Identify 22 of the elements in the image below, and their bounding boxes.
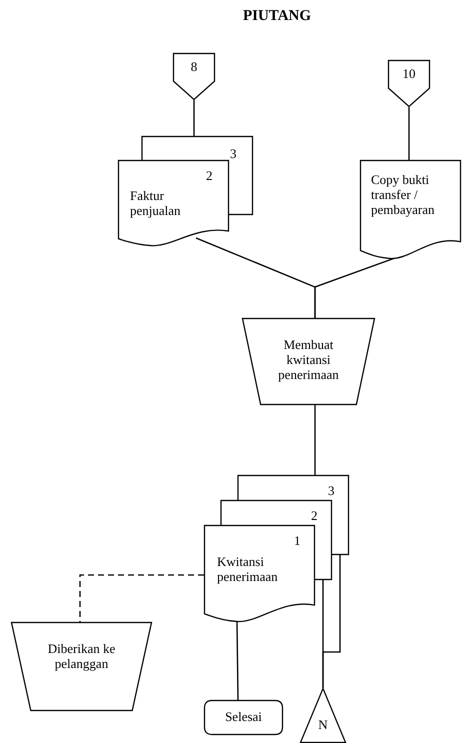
node-label: Selesai [224, 709, 263, 724]
copy-number: 2 [206, 168, 212, 183]
copy-number: 3 [328, 483, 334, 498]
diagram-title: PIUTANG [242, 8, 312, 25]
connector-line [193, 100, 195, 136]
connector-number: 10 [402, 66, 416, 81]
copy-number: 2 [311, 508, 318, 523]
node-label: Diberikan ke pelanggan [46, 641, 116, 671]
connector-line [236, 622, 239, 700]
connector-line [314, 405, 316, 475]
connector-line [314, 257, 396, 318]
connector-number: 8 [190, 59, 198, 74]
connector-line [322, 555, 341, 688]
node-label: Kwitansi penerimaan [217, 554, 279, 584]
copy-number: 3 [230, 146, 236, 161]
copy-number: 1 [294, 533, 300, 548]
node-label: N [317, 717, 329, 732]
connector-line [408, 107, 410, 160]
node-label: Faktur penjualan [130, 188, 182, 218]
node-label: Copy bukti transfer / pembayaran [371, 172, 436, 217]
dashed-connector [79, 574, 204, 622]
node-label: Membuat kwitansi penerimaan [277, 337, 340, 382]
